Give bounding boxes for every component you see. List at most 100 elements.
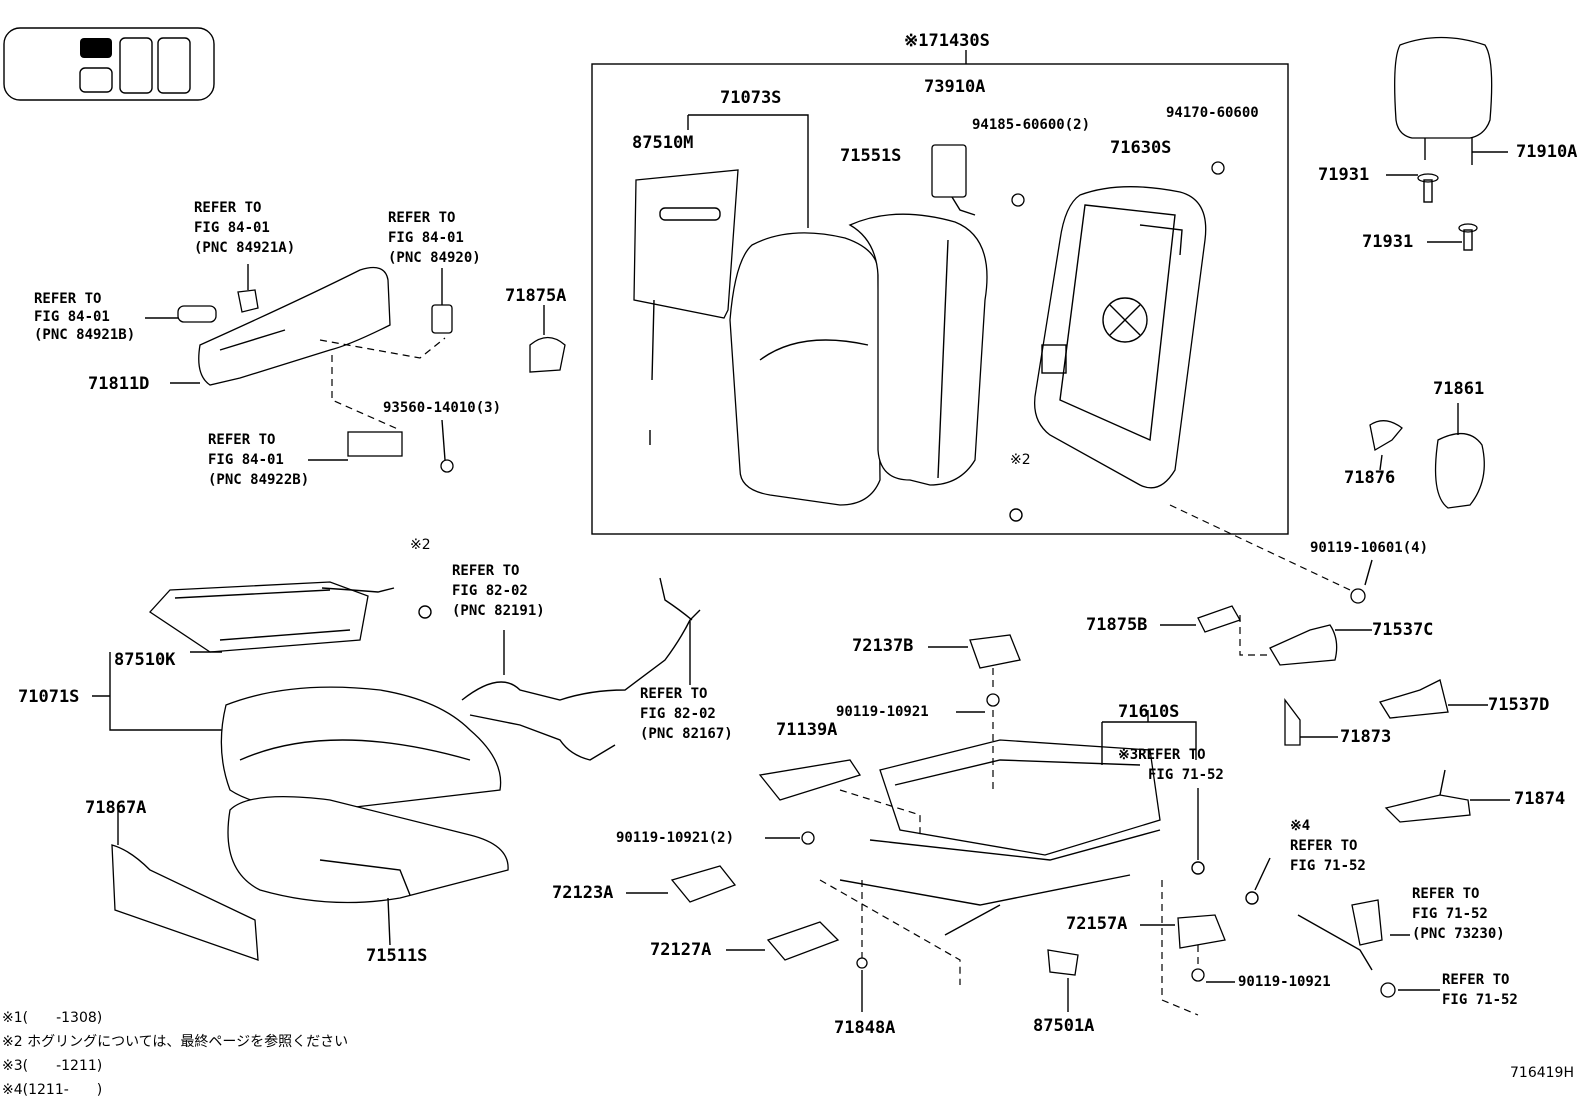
part-label-90119-10601: 90119-10601(4) [1310,540,1429,556]
part-label-72127a: 72127A [650,940,712,960]
part-label-71630s: 71630S [1110,138,1172,158]
part-label-71071s: 71071S [18,687,80,707]
refer-line: (PNC 82167) [640,726,733,742]
refer-line: (PNC 84920) [388,250,481,266]
refer-line: FIG 82-02 [640,706,716,722]
part-label-71610s: 71610S [1118,702,1180,722]
part-label-71875a: 71875A [505,286,567,306]
part-label-71867a: 71867A [85,798,147,818]
part-label-90119-10921-2: 90119-10921(2) [616,830,735,846]
refer-line: FIG 84-01 [194,220,270,236]
refer-line: REFER TO [452,563,520,579]
refer-block-73230: REFER TO FIG 71-52 (PNC 73230) [1412,884,1505,944]
refer-line: REFER TO [1290,838,1358,854]
part-label-72157a: 72157A [1066,914,1128,934]
refer-line: FIG 71-52 [1148,767,1224,783]
refer-line: FIG 82-02 [452,583,528,599]
refer-block-84921b: REFER TO FIG 84-01 (PNC 84921B) [34,290,135,344]
refer-line: FIG 71-52 [1412,906,1488,922]
part-label-72123a: 72123A [552,883,614,903]
part-label-71430s: ※171430S [904,31,990,51]
footnote-4: ※4(1211- ) [2,1082,103,1098]
part-label-71139a: 71139A [776,720,838,740]
note-ref-2-lower: ※2 [410,537,431,553]
refer-line: REFER TO [640,686,708,702]
lumbar-box-73910a [931,144,967,198]
part-label-94170-60600: 94170-60600 [1166,105,1259,121]
refer-line: FIG 84-01 [208,452,284,468]
part-label-71931-upper: 71931 [1318,165,1370,185]
part-label-93560-14010: 93560-14010(3) [383,400,502,416]
part-label-71874: 71874 [1514,789,1566,809]
seat-adjuster-71610s [879,739,1161,856]
note-ref-2-upper: ※2 [1010,452,1031,468]
seatback-assembly-box [591,63,1289,535]
refer-line: FIG 71-52 [1290,858,1366,874]
refer-line: (PNC 84921B) [34,327,136,343]
part-label-72137b: 72137B [852,636,914,656]
switch-assembly [347,431,403,457]
part-label-94185-60600: 94185-60600(2) [972,117,1091,133]
refer-line: ※3REFER TO [1118,747,1206,763]
refer-line: (PNC 84921A) [194,240,296,256]
refer-line: FIG 84-01 [34,309,110,325]
seatback-cover-71073s [729,232,881,506]
part-label-87510k: 87510K [114,650,176,670]
seatback-heater-87510m [633,169,739,319]
refer-line: FIG 71-52 [1442,992,1518,1008]
part-label-71537c: 71537C [1372,620,1434,640]
refer-line: ※4 [1290,818,1311,834]
refer-line: (PNC 73230) [1412,926,1505,942]
seatback-pad-71551s [848,213,988,486]
part-label-90119-10921-bottom: 90119-10921 [1238,974,1331,990]
refer-line: (PNC 82191) [452,603,545,619]
part-label-73910a: 73910A [924,77,986,97]
front-panel-71867a [111,844,259,961]
part-label-71876: 71876 [1344,468,1396,488]
refer-block-71-52-note4: ※4 REFER TO FIG 71-52 [1290,816,1366,876]
refer-block-71-52-bottom: REFER TO FIG 71-52 [1442,970,1518,1010]
refer-block-71-52-note3: ※3REFER TO FIG 71-52 [1118,745,1224,785]
refer-block-84922b: REFER TO FIG 84-01 (PNC 84922B) [208,430,309,490]
refer-line: REFER TO [208,432,276,448]
part-label-71537d: 71537D [1488,695,1550,715]
refer-block-84920: REFER TO FIG 84-01 (PNC 84920) [388,208,481,268]
part-label-87501a: 87501A [1033,1016,1095,1036]
part-label-71073s: 71073S [720,88,782,108]
footnote-1: ※1( -1308) [2,1010,103,1026]
refer-block-82167: REFER TO FIG 82-02 (PNC 82167) [640,684,733,744]
figure-id: 716419H [1510,1065,1574,1081]
refer-line: REFER TO [34,291,102,307]
refer-line: REFER TO [1412,886,1480,902]
refer-block-82191: REFER TO FIG 82-02 (PNC 82191) [452,561,545,621]
side-shield-71811d [198,266,391,386]
part-label-71511s: 71511S [366,946,428,966]
refer-block-84921a: REFER TO FIG 84-01 (PNC 84921A) [194,198,295,258]
part-label-87510m: 87510M [632,133,694,153]
cushion-pad-71511s [227,796,509,904]
part-label-71848a: 71848A [834,1018,896,1038]
part-label-90119-10921-top: 90119-10921 [836,704,929,720]
footnote-3: ※3( -1211) [2,1058,103,1074]
seat-position-icon [3,27,215,101]
refer-line: FIG 84-01 [388,230,464,246]
refer-line: REFER TO [1442,972,1510,988]
cushion-cover-71071s [220,686,502,811]
part-label-71551s: 71551S [840,146,902,166]
cover-71861 [1434,433,1485,509]
seatback-frame-71630s [1033,186,1207,489]
part-label-71811d: 71811D [88,374,150,394]
part-label-71873: 71873 [1340,727,1392,747]
part-label-71861: 71861 [1433,379,1485,399]
switch-knob [177,305,217,323]
footnotes: ※1( -1308) ※2 ホグリングについては、最終ページを参照ください ※3… [2,1006,348,1102]
headrest-71910a [1394,36,1493,139]
refer-line: REFER TO [194,200,262,216]
part-label-71875b: 71875B [1086,615,1148,635]
refer-line: (PNC 84922B) [208,472,310,488]
cushion-heater-87510k [149,581,369,653]
refer-line: REFER TO [388,210,456,226]
part-label-71931-lower: 71931 [1362,232,1414,252]
